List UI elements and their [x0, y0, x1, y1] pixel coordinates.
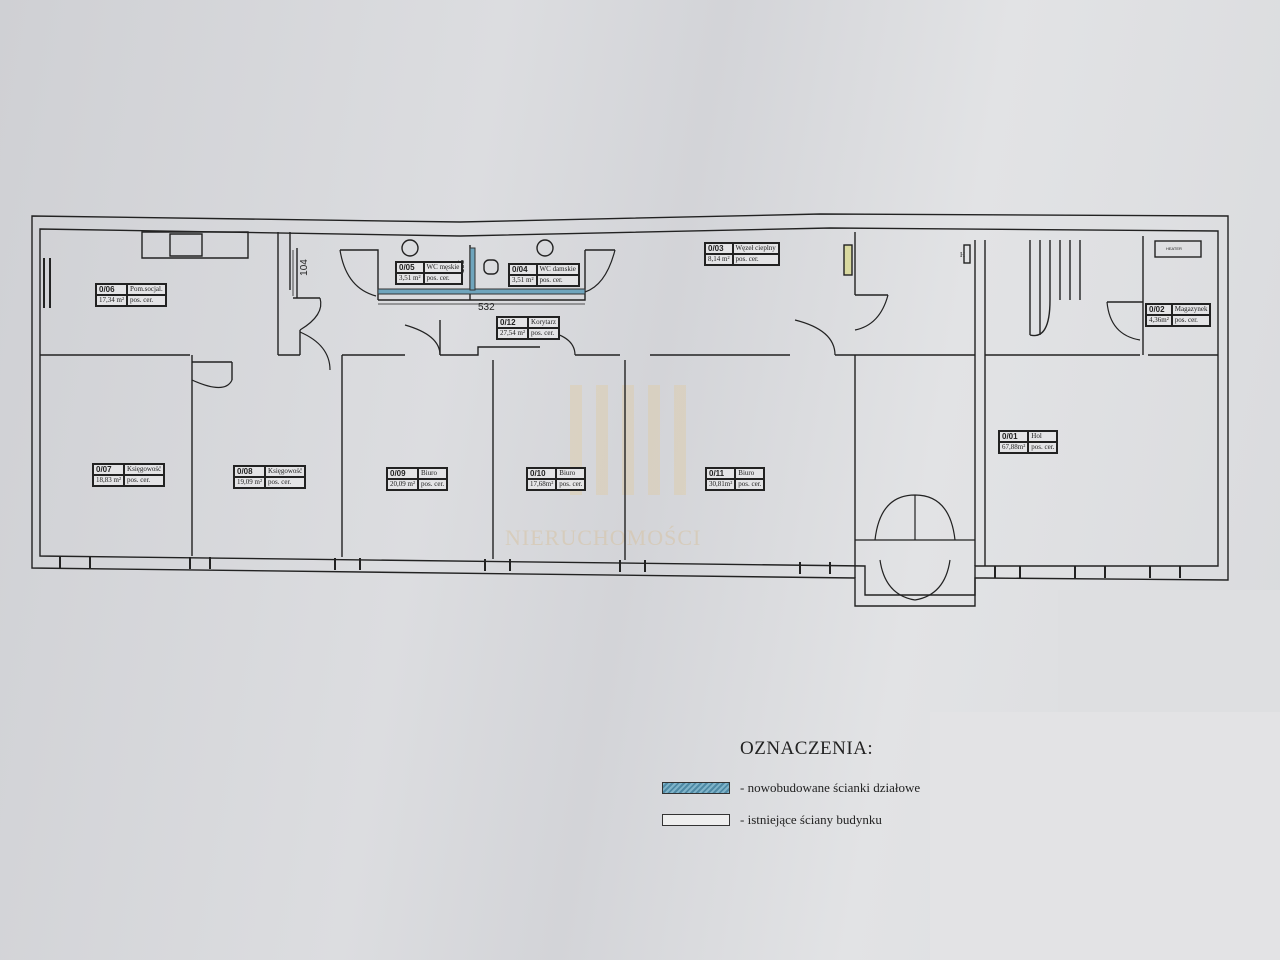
- new-partition-walls: [377, 247, 586, 295]
- outer-wall: [31, 213, 1229, 607]
- legend-title: OZNACZENIA:: [740, 738, 874, 759]
- windows: [43, 258, 1181, 578]
- hydrant-mark: H: [960, 251, 966, 259]
- hatched-swatch-icon: [662, 782, 730, 794]
- dimension-104: 104: [298, 259, 310, 276]
- legend-item-existing-walls: - istniejące ściany budynku: [662, 812, 882, 828]
- legend-item-new-walls: - nowobudowane ścianki działowe: [662, 780, 920, 796]
- legend-label: - nowobudowane ścianki działowe: [740, 780, 921, 795]
- watermark-logo: [570, 385, 700, 495]
- dimension-532: 532: [478, 302, 495, 313]
- door-swings: [191, 249, 1141, 601]
- legend-label: - istniejące ściany budynku: [740, 812, 882, 827]
- watermark-text: NIERUCHOMOŚCI: [505, 525, 702, 550]
- inner-outer-wall: [39, 227, 1219, 596]
- plain-swatch-icon: [662, 814, 730, 826]
- paper-patch: [1058, 590, 1280, 715]
- paper-patch: [930, 712, 1280, 960]
- heater-mark: HEATER: [1166, 246, 1182, 251]
